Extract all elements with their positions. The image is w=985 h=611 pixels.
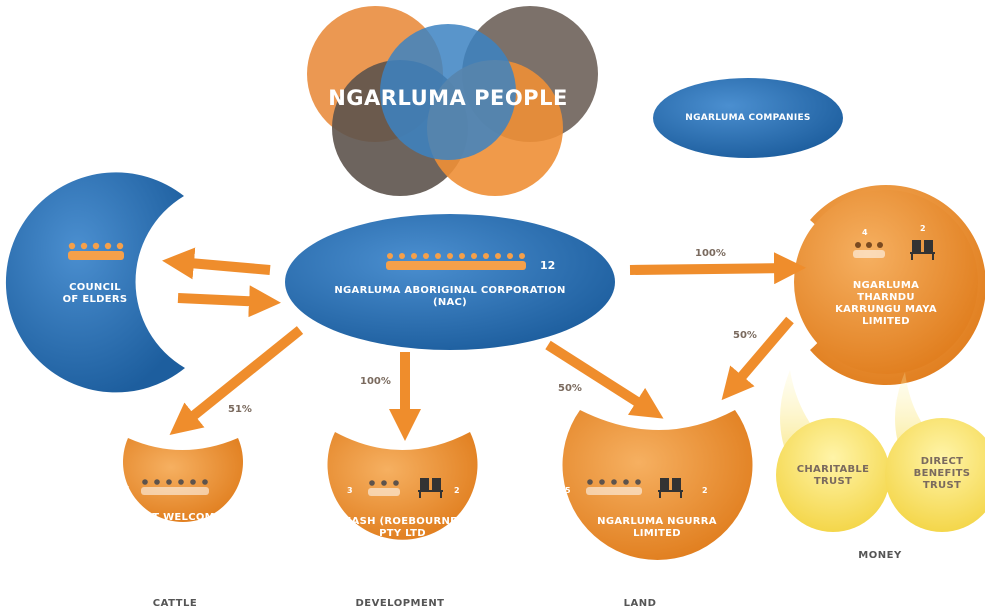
ngarluma-companies-label: NGARLUMA COMPANIES xyxy=(685,113,811,123)
ntkm-label: NGARLUMA THARNDU KARRUNGU MAYA LIMITED xyxy=(835,280,937,327)
category-development: DEVELOPMENT xyxy=(355,598,445,609)
category-land: LAND xyxy=(623,598,657,609)
mtwelcome-people-count: 6 xyxy=(124,485,130,494)
pct-nac-to-nash: 100% xyxy=(360,376,391,387)
ngarluma-people-logo xyxy=(307,6,598,196)
nash-people-icon xyxy=(368,480,400,496)
nac-label: NGARLUMA ABORIGINAL CORPORATION (NAC) xyxy=(334,285,566,308)
nac-shape xyxy=(285,214,615,350)
charitable-trust-label: CHARITABLE TRUST xyxy=(796,464,870,487)
ntkm-people-count: 4 xyxy=(862,228,868,237)
arrow-nac-to-ntkm xyxy=(629,252,806,285)
ntkm-seat-icon xyxy=(910,240,935,260)
pct-nac-to-ngurra: 50% xyxy=(558,383,582,394)
nac-member-count: 12 xyxy=(540,259,556,272)
arrow-council-to-nac xyxy=(177,285,281,318)
ngurra-seat-icon xyxy=(658,478,683,498)
nac-people-icon xyxy=(386,253,526,270)
ngurra-people-icon xyxy=(586,479,642,495)
arrow-nac-to-mtwelcome xyxy=(169,326,304,436)
category-cattle: CATTLE xyxy=(152,598,198,609)
direct-trust-label: DIRECT BENEFITS TRUST xyxy=(913,456,971,491)
ngurra-label: NGARLUMA NGURRA LIMITED xyxy=(597,516,717,539)
nash-shape xyxy=(327,432,478,540)
nash-people-count: 3 xyxy=(347,486,353,495)
nash-seat-icon xyxy=(418,478,443,498)
council-shape xyxy=(5,172,185,393)
mtwelcome-people-icon xyxy=(141,479,209,495)
arrow-ntkm-to-ngurra xyxy=(721,316,794,401)
ntkm-people-icon xyxy=(853,242,885,258)
ngurra-people-count: 5 xyxy=(565,486,571,495)
arrow-nac-to-ngurra xyxy=(545,340,664,419)
council-people-icon xyxy=(68,242,124,260)
category-money: MONEY xyxy=(858,550,902,561)
charitable-trust-shape xyxy=(776,370,890,532)
pct-nac-to-ntkm: 100% xyxy=(695,248,726,259)
arrow-nac-to-council xyxy=(162,247,271,280)
pct-ntkm-to-ngurra: 50% xyxy=(733,330,757,341)
pct-nac-to-mtwelcome: 51% xyxy=(228,404,252,415)
ntkm-body xyxy=(794,190,978,374)
nash-label: NASH (ROEBOURNE) PTY LTD xyxy=(342,516,463,539)
council-label: COUNCIL OF ELDERS xyxy=(62,282,128,305)
ntkm-seat-count: 2 xyxy=(920,224,926,233)
ngurra-seat-count: 2 xyxy=(702,486,708,495)
direct-trust-shape xyxy=(885,372,985,532)
ngurra-shape xyxy=(562,410,753,560)
mtwelcome-label: MT WELCOME STATION xyxy=(141,512,223,535)
nash-seat-count: 2 xyxy=(454,486,460,495)
ngarluma-people-title: NGARLUMA PEOPLE xyxy=(328,86,568,110)
mtwelcome-shape xyxy=(123,438,243,522)
companies-badge-shape xyxy=(653,78,843,158)
